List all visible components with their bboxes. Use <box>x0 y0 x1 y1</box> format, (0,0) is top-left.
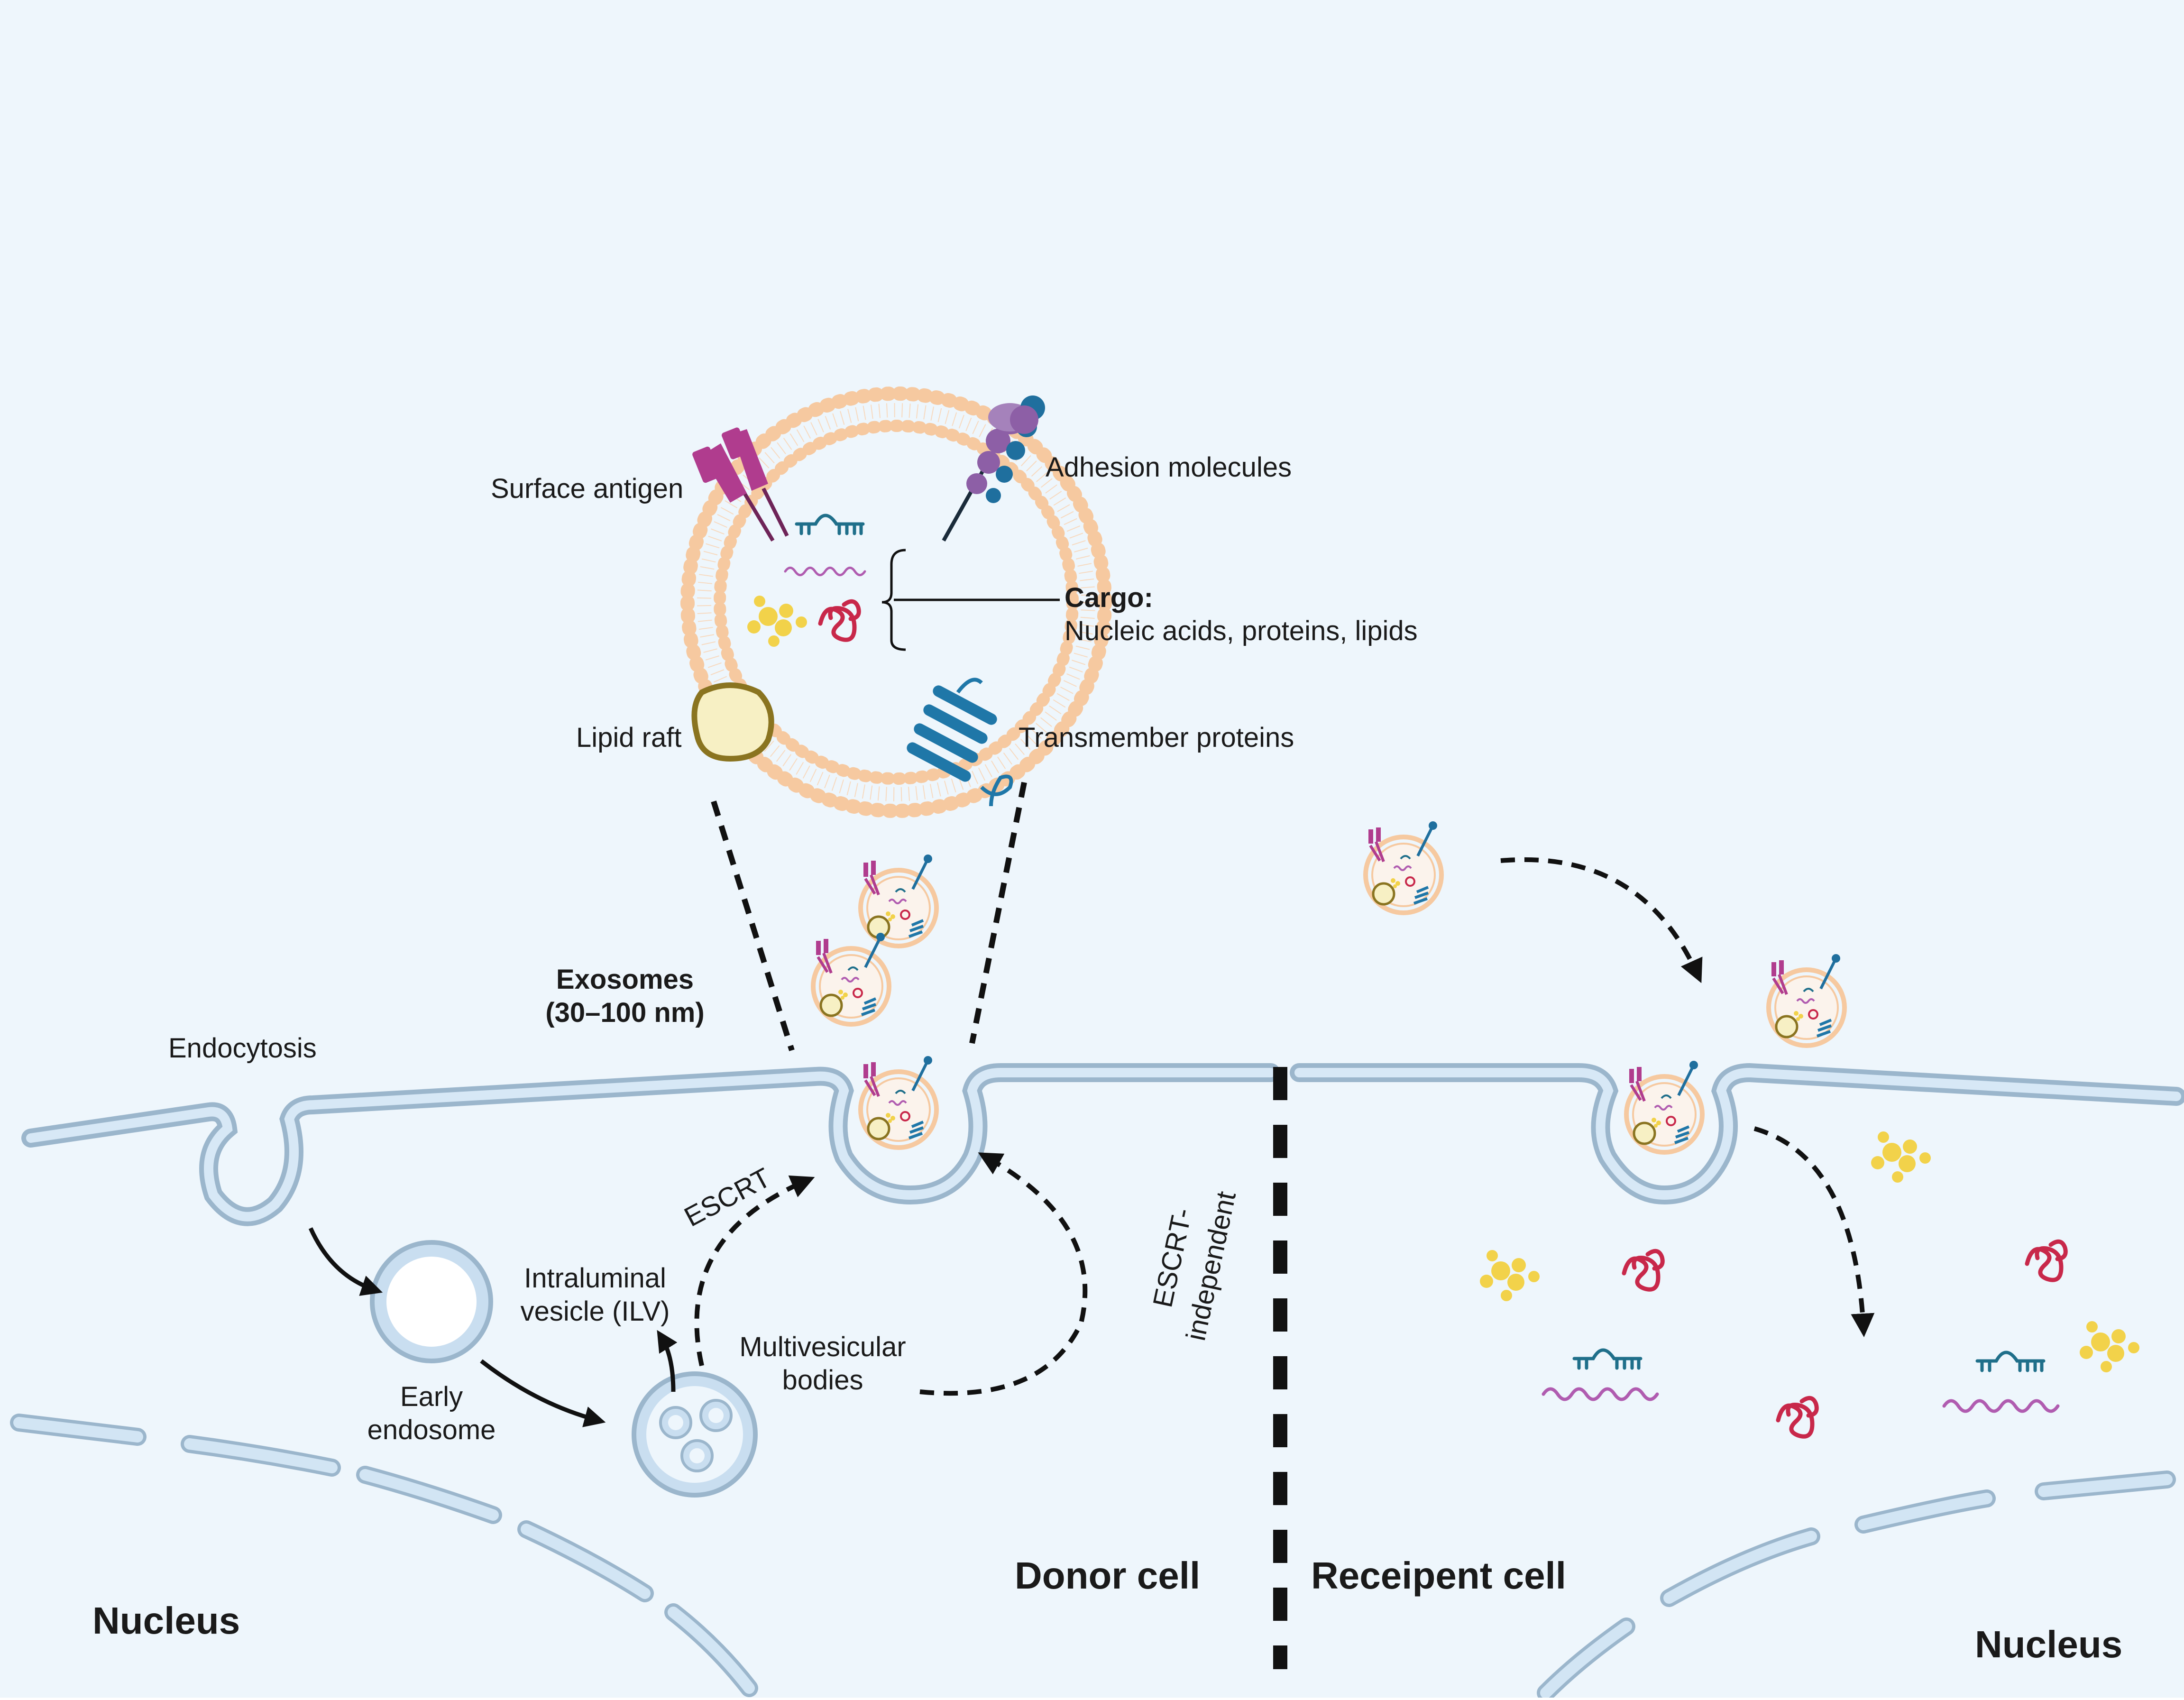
label-exosomes-size: (30–100 nm) <box>545 997 704 1028</box>
zoom-line-left <box>711 800 795 1051</box>
label-surface-antigen: Surface antigen <box>491 473 683 504</box>
cargo-bracket <box>881 549 906 651</box>
arrow-escrt-independent <box>919 1152 1088 1396</box>
exosome-lumen <box>728 434 1064 771</box>
lipid-tails <box>697 403 1095 801</box>
label-cargo-detail: Nucleic acids, proteins, lipids <box>1064 616 1418 646</box>
label-recipient-cell: Receipent cell <box>1311 1554 1566 1597</box>
transmembrane-protein-icon <box>907 678 1013 807</box>
recipient-plasma-membrane <box>1290 1063 2184 1205</box>
arrow-endosome-to-mvb <box>480 1359 606 1427</box>
arrow-cargo-release <box>1753 1126 1875 1337</box>
outer-lipid-layer <box>680 386 1112 818</box>
donor-plasma-membrane <box>21 1063 1280 1226</box>
adhesion-molecules-icon <box>942 395 1045 542</box>
label-exosomes: Exosomes <box>556 964 694 995</box>
arrow-endocytosis-to-endosome <box>308 1227 383 1296</box>
label-cargo-title: Cargo: <box>1064 582 1153 613</box>
nuclear-envelope-right <box>1537 1470 2176 1700</box>
label-nucleus-right: Nucleus <box>1975 1623 2122 1665</box>
exosome-detail <box>680 386 1112 818</box>
inner-lipid-layer <box>714 420 1079 785</box>
label-early-endosome-2: endosome <box>367 1415 496 1445</box>
arrow-exosome-travel <box>1500 857 1703 983</box>
multivesicular-body <box>632 1371 758 1498</box>
lipid-raft-icon <box>691 682 774 762</box>
arrow-ilv <box>657 1330 678 1392</box>
surface-antigen-icon <box>692 427 789 542</box>
label-donor-cell: Donor cell <box>1015 1554 1200 1597</box>
label-adhesion-molecules: Adhesion molecules <box>1046 452 1292 483</box>
label-ilv-1: Intraluminal <box>524 1263 666 1294</box>
label-lipid-raft: Lipid raft <box>576 722 681 753</box>
label-mvb-2: bodies <box>782 1365 863 1396</box>
label-ilv-2: vesicle (ILV) <box>521 1296 670 1327</box>
early-endosome <box>370 1240 493 1363</box>
nuclear-envelope-left <box>10 1414 758 1697</box>
zoom-line-right <box>969 781 1027 1044</box>
label-early-endosome-1: Early <box>400 1381 463 1412</box>
label-endocytosis: Endocytosis <box>168 1033 317 1064</box>
label-transmember-proteins: Transmember proteins <box>1019 722 1294 753</box>
label-nucleus-left: Nucleus <box>92 1599 240 1642</box>
label-mvb-1: Multivesicular <box>739 1332 906 1362</box>
arrow-escrt <box>694 1175 815 1367</box>
